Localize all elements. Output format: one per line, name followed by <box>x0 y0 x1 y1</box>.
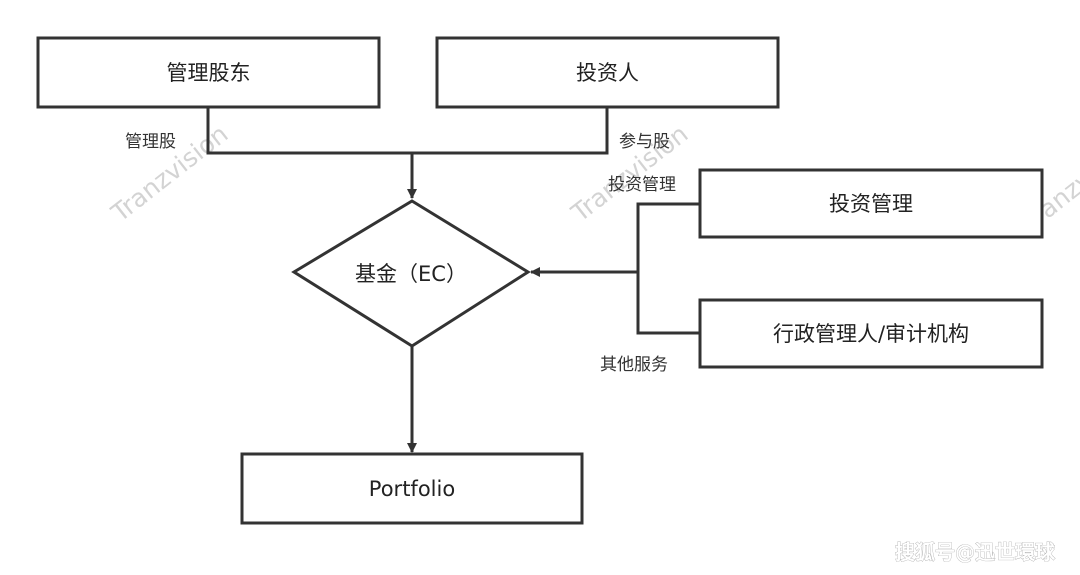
connector-lines <box>206 107 700 453</box>
node-management-shareholder-label: 管理股东 <box>167 61 251 85</box>
node-investor: 投资人 <box>435 36 780 109</box>
node-investment-management-label: 投资管理 <box>829 192 913 216</box>
edge-investor <box>412 107 609 155</box>
source-credit: 搜狐号@迅世環球 <box>895 540 1056 564</box>
edge-label-other-services: 其他服务 <box>600 355 668 375</box>
node-investor-label: 投资人 <box>576 61 639 85</box>
node-management-shareholder: 管理股东 <box>36 36 381 109</box>
edge-management-shareholder <box>206 107 412 155</box>
edge-admin-audit <box>636 272 700 335</box>
node-portfolio: Portfolio <box>240 452 584 525</box>
node-admin-audit-label: 行政管理人/审计机构 <box>773 322 969 346</box>
node-portfolio-label: Portfolio <box>369 477 455 501</box>
edge-label-investment-management: 投资管理 <box>608 175 676 195</box>
node-fund: 基金（EC） <box>291 199 531 348</box>
node-fund-label: 基金（EC） <box>355 262 467 286</box>
edge-label-participating-shares: 参与股 <box>619 132 670 152</box>
node-investment-management: 投资管理 <box>698 168 1044 239</box>
edge-label-management-shares: 管理股 <box>125 132 176 152</box>
edge-investment-management <box>636 202 700 272</box>
node-admin-audit: 行政管理人/审计机构 <box>698 298 1044 369</box>
